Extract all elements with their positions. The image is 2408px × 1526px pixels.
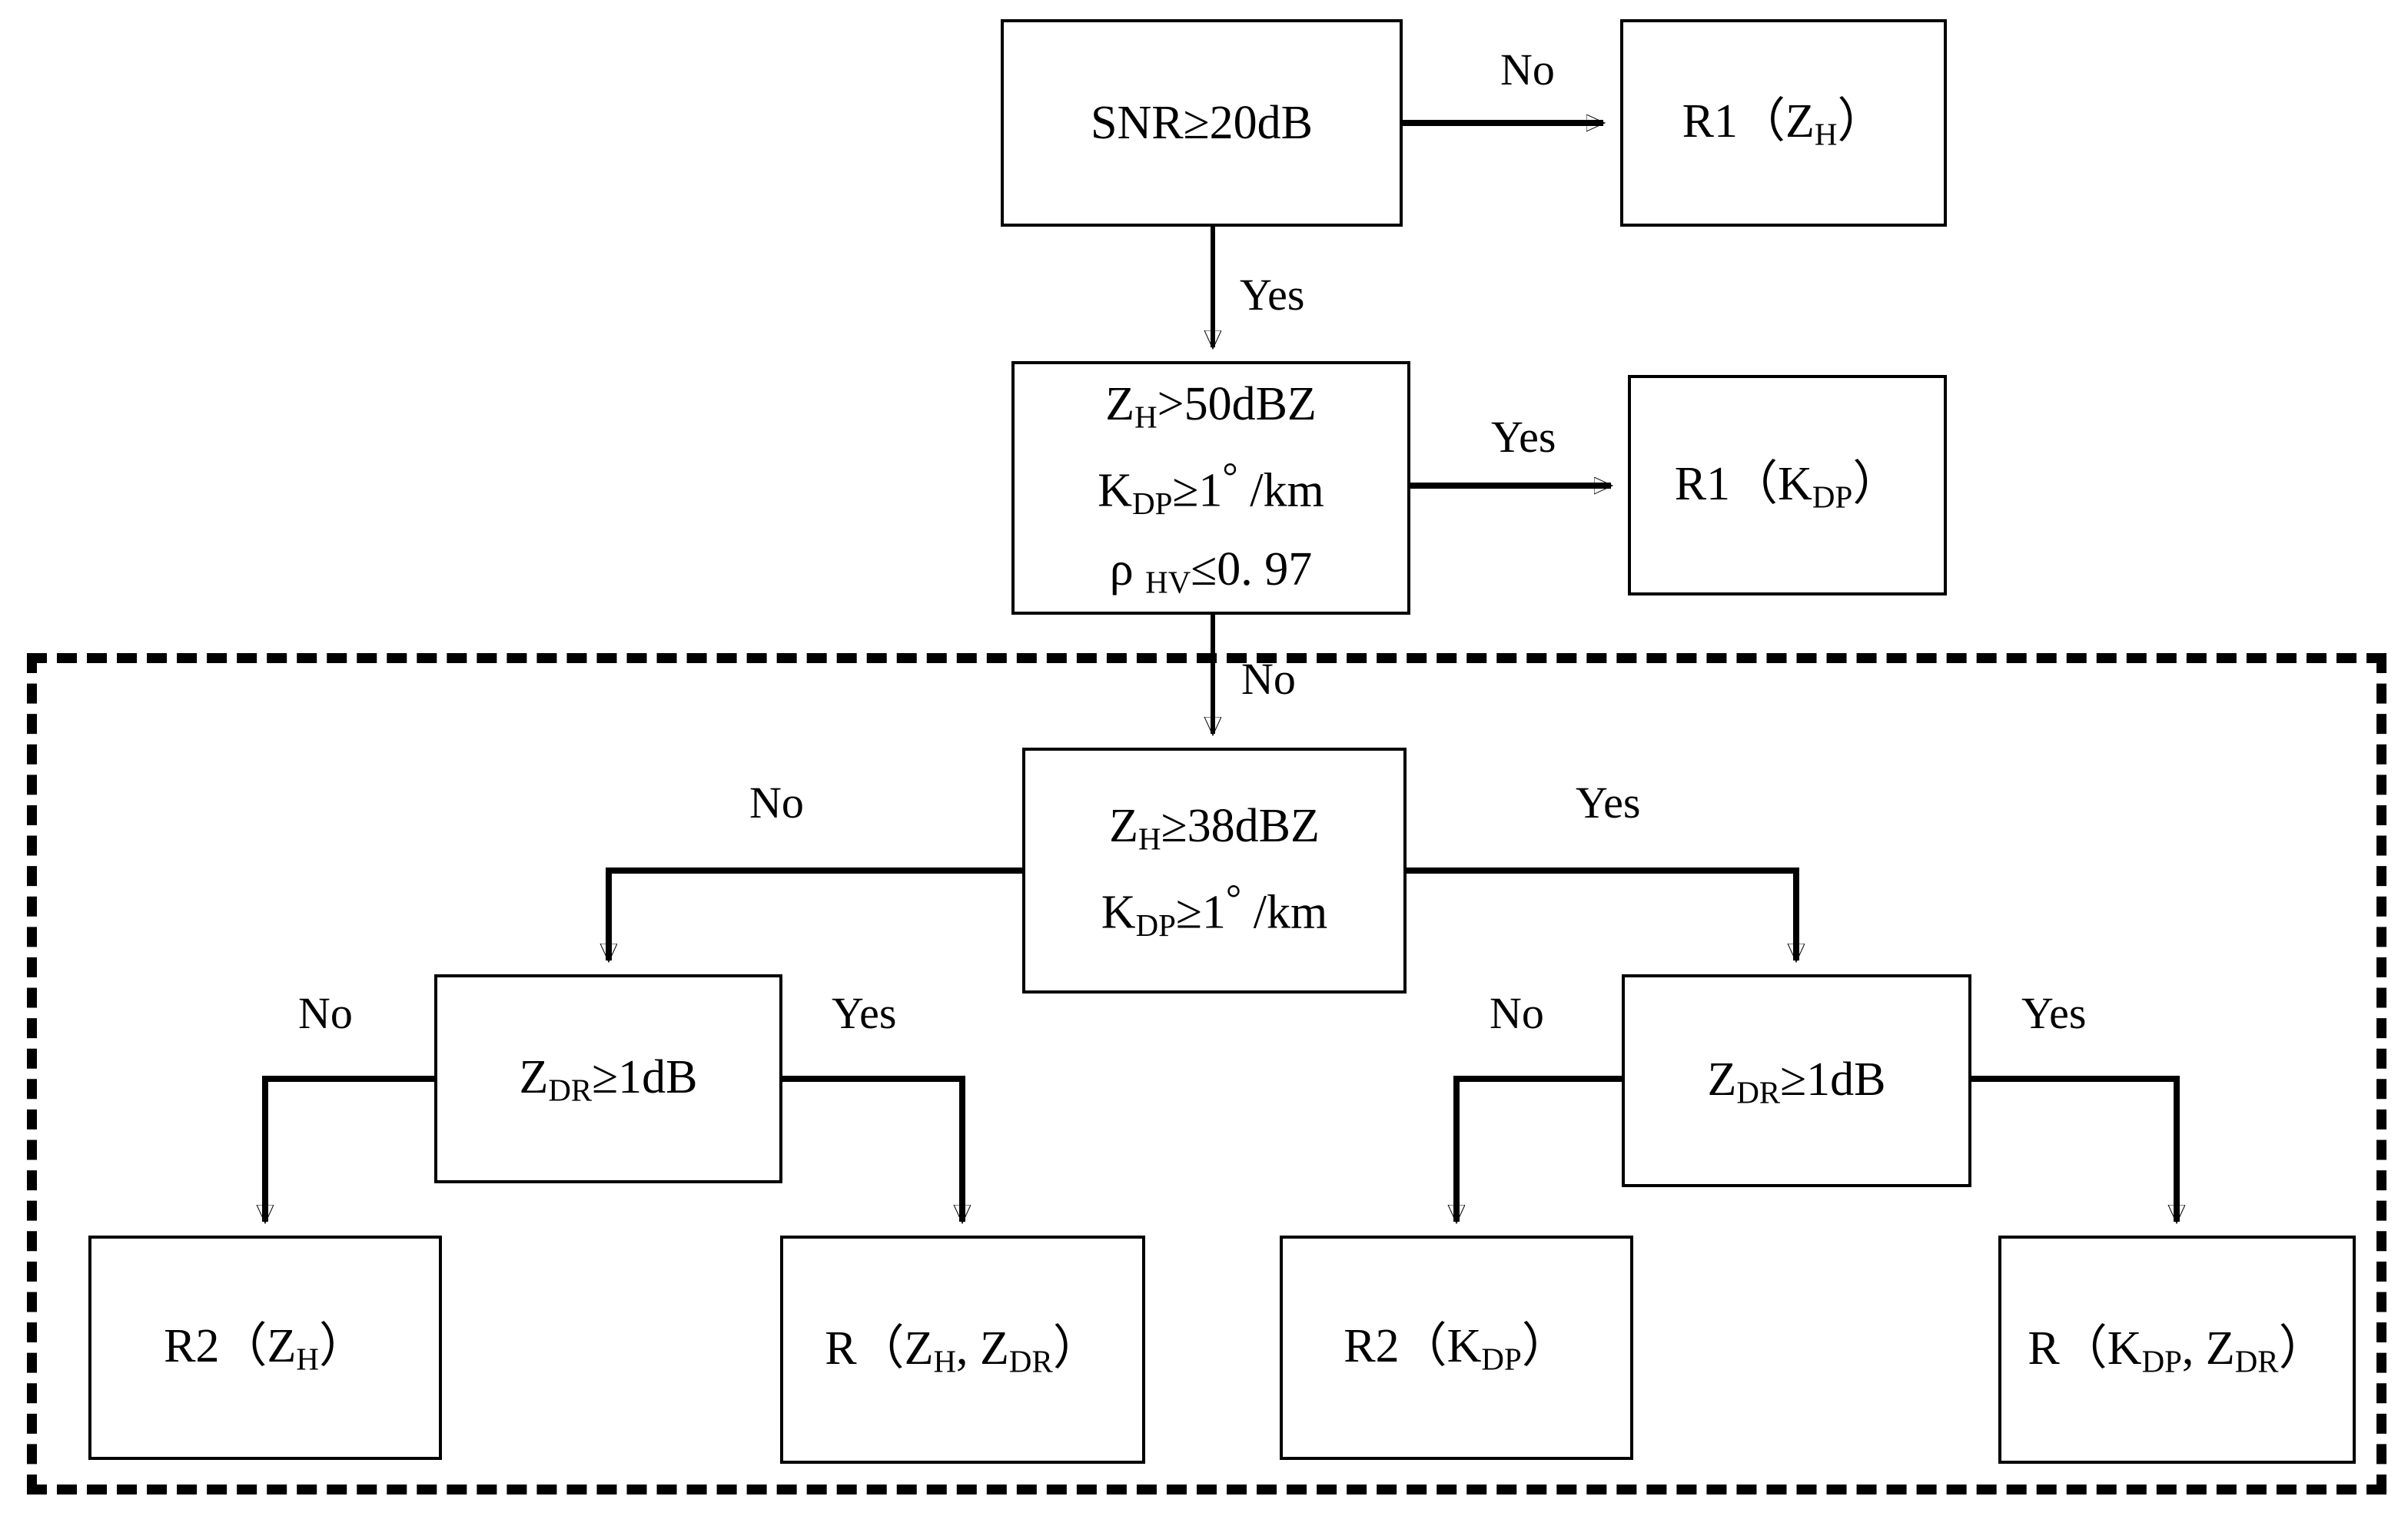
node-snr-label: SNR≥20dB (1091, 96, 1313, 149)
edge-label-zh38-no: No (749, 778, 804, 828)
node-snr-decision[interactable]: SNR≥20dB (1001, 19, 1403, 227)
edge-zdr-right-yes (1971, 1076, 2177, 1222)
node-r-kdp-zdr-label: R（KDP, ZDR） (2028, 1322, 2327, 1379)
node-zh38-line1: ZH≥38dBZ (1109, 799, 1320, 857)
edge-zdr-left-yes (782, 1076, 962, 1222)
node-zdr-left-label: ZDR≥1dB (519, 1051, 698, 1108)
node-r1-kdp-label: R1（KDP） (1674, 457, 1901, 515)
node-zdr-right-label: ZDR≥1dB (1707, 1053, 1886, 1110)
node-r-kdp-zdr-result[interactable]: R（KDP, ZDR） (1998, 1236, 2356, 1464)
node-zh50-line1: ZH>50dBZ (1105, 377, 1317, 435)
edge-zh38-yes (1407, 867, 1796, 960)
edge-label-zdr-left-yes: Yes (832, 988, 897, 1038)
node-r1-zh-result[interactable]: R1（ZH） (1620, 19, 1947, 227)
edge-label-snr-no: No (1500, 45, 1555, 95)
edge-label-zdr-right-yes: Yes (2021, 988, 2087, 1038)
edge-label-zdr-left-no: No (298, 988, 353, 1038)
edge-zdr-right-no (1456, 1076, 1622, 1222)
edge-label-zh50-no: No (1241, 654, 1296, 704)
node-r1-kdp-result[interactable]: R1（KDP） (1628, 375, 1947, 595)
node-r-zh-zdr-label: R（ZH, ZDR） (825, 1322, 1101, 1379)
edge-label-zh50-yes: Yes (1491, 412, 1556, 462)
node-r2-kdp-result[interactable]: R2（KDP） (1280, 1236, 1633, 1460)
edge-zdr-left-no (265, 1076, 434, 1222)
edge-zh38-no (609, 867, 1022, 960)
edge-label-zdr-right-no: No (1490, 988, 1544, 1038)
node-r1-zh-label: R1（ZH） (1682, 95, 1885, 152)
node-r2-zh-result[interactable]: R2（ZH） (88, 1236, 442, 1460)
node-zh50-decision[interactable]: ZH>50dBZ KDP≥1° /km ρ HV≤0. 97 (1011, 361, 1410, 615)
edge-label-snr-yes: Yes (1240, 270, 1305, 320)
node-zh50-line3: ρ HV≤0. 97 (1109, 542, 1313, 600)
node-zdr-left-decision[interactable]: ZDR≥1dB (434, 974, 782, 1183)
edge-label-zh38-yes: Yes (1576, 778, 1641, 828)
node-zdr-right-decision[interactable]: ZDR≥1dB (1622, 974, 1971, 1187)
node-zh38-decision[interactable]: ZH≥38dBZ KDP≥1° /km (1022, 748, 1407, 994)
node-zh50-line2: KDP≥1° /km (1098, 455, 1324, 522)
node-r2-kdp-label: R2（KDP） (1343, 1320, 1569, 1377)
node-r-zh-zdr-result[interactable]: R（ZH, ZDR） (780, 1236, 1145, 1464)
node-zh38-line2: KDP≥1° /km (1101, 877, 1328, 944)
node-r2-zh-label: R2（ZH） (164, 1320, 367, 1377)
